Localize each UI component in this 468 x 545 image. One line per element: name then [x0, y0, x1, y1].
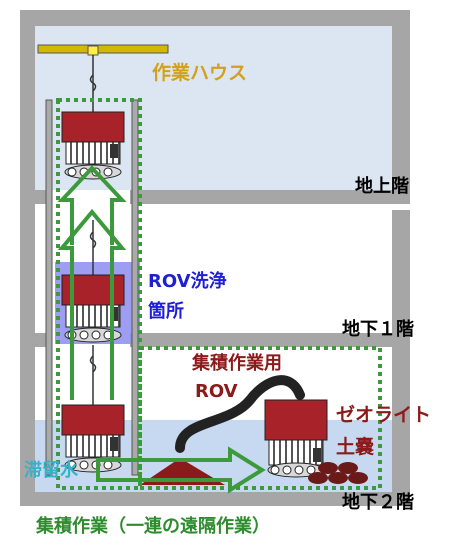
crane-rail: [37, 44, 169, 54]
cable-hooks: [89, 55, 97, 405]
suction-hose: [175, 375, 305, 453]
caption: 集積作業（一連の遠隔作業）: [36, 516, 270, 537]
label-ground-floor: 地上階: [355, 176, 409, 197]
slab-b1-left: [20, 333, 50, 347]
shaft-rail-right: [131, 99, 139, 476]
dotted-work-box: [138, 346, 382, 490]
rov-top: [61, 111, 125, 180]
label-collection-rov-2: ROV: [195, 381, 238, 402]
label-basement-1f: 地下１階: [342, 319, 414, 340]
lift-arrow-lower: [57, 208, 127, 400]
dotted-shaft-box: [56, 98, 142, 490]
label-rov-wash-1: ROV洗浄: [148, 271, 227, 292]
right-wall-upper: [392, 10, 410, 197]
right-wall-lower: [392, 345, 410, 500]
zeolite-bags: [308, 462, 368, 484]
lift-arrow-upper: [57, 165, 127, 245]
label-collection-rov-1: 集積作業用: [192, 353, 282, 374]
label-stagnant-water: 滞留水: [24, 460, 78, 481]
label-basement-2f: 地下２階: [342, 492, 414, 513]
label-work-house: 作業ハウス: [152, 62, 248, 84]
slab-ground-right: [130, 190, 410, 204]
left-wall: [20, 10, 35, 505]
label-zeolite-1: ゼオライト: [336, 404, 432, 426]
roof-wall: [20, 10, 410, 26]
right-wall-middle: [392, 210, 410, 335]
slab-ground-left: [20, 190, 50, 204]
crane-trolley: [87, 45, 99, 56]
slab-b1-right: [130, 333, 410, 347]
floor-b2: [20, 492, 410, 506]
label-rov-wash-2: 箇所: [148, 301, 184, 322]
collection-rov: [264, 399, 328, 478]
transport-arrow: [96, 446, 266, 494]
label-zeolite-2: 土嚢: [336, 436, 375, 458]
shaft-rail-left: [45, 99, 53, 476]
